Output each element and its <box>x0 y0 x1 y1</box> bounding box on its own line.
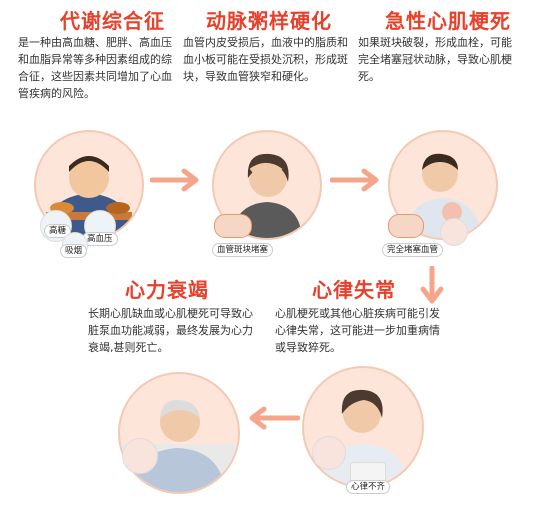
label-smoking: 吸烟 <box>60 244 88 258</box>
elderly-patient-bed-icon <box>120 399 238 492</box>
label-high-sugar: 高糖 <box>44 224 72 238</box>
step-title-heart-failure: 心力衰竭 <box>125 278 209 302</box>
step-text-atherosclerosis: 血管内皮受损后，血液中的脂质和血小板可能在受损处沉积，形成斑块，导致血管狭窄和硬… <box>183 36 348 83</box>
label-arrhythmia: 心律不齐 <box>346 480 391 494</box>
label-vessel-plaque: 血管斑块堵塞 <box>212 243 274 257</box>
step-text-arrhythmia: 心肌梗死或其他心脏疾病可能引发心律失常，这可能进一步加重病情或导致猝死。 <box>275 307 440 354</box>
arrow-right-2 <box>329 168 382 196</box>
step-text-acute-mi: 如果斑块破裂，形成血栓，可能完全堵塞冠状动脉，导致心肌梗死。 <box>358 36 512 83</box>
heart-icon <box>440 218 468 246</box>
heart-failure-heart-icon <box>122 438 158 474</box>
illustration-heart-failure <box>118 372 240 494</box>
arrow-right-1 <box>149 168 202 196</box>
vessel-plaque-icon <box>214 214 252 238</box>
step-text-heart-failure: 长期心肌缺血或心肌梗死可导致心脏泵血功能减弱，最终发展为心力衰竭,甚则死亡。 <box>88 307 253 354</box>
step-text-metabolic-syndrome: 是一种由高血糖、肥胖、高血压和血脂异常等多种因素组成的综合征，这些因素共同增加了… <box>18 36 172 100</box>
arrow-down <box>420 265 444 310</box>
step-title-atherosclerosis: 动脉粥样硬化 <box>206 9 332 33</box>
arrow-left <box>244 406 301 434</box>
step-title-metabolic-syndrome: 代谢综合征 <box>60 9 165 33</box>
step-title-acute-mi: 急性心肌梗死 <box>385 9 511 33</box>
step-title-arrhythmia: 心律失常 <box>312 278 396 302</box>
arrhythmia-heart-icon <box>312 436 346 470</box>
label-vessel-blocked: 完全堵塞血管 <box>382 243 444 257</box>
vessel-blocked-icon <box>388 214 424 238</box>
